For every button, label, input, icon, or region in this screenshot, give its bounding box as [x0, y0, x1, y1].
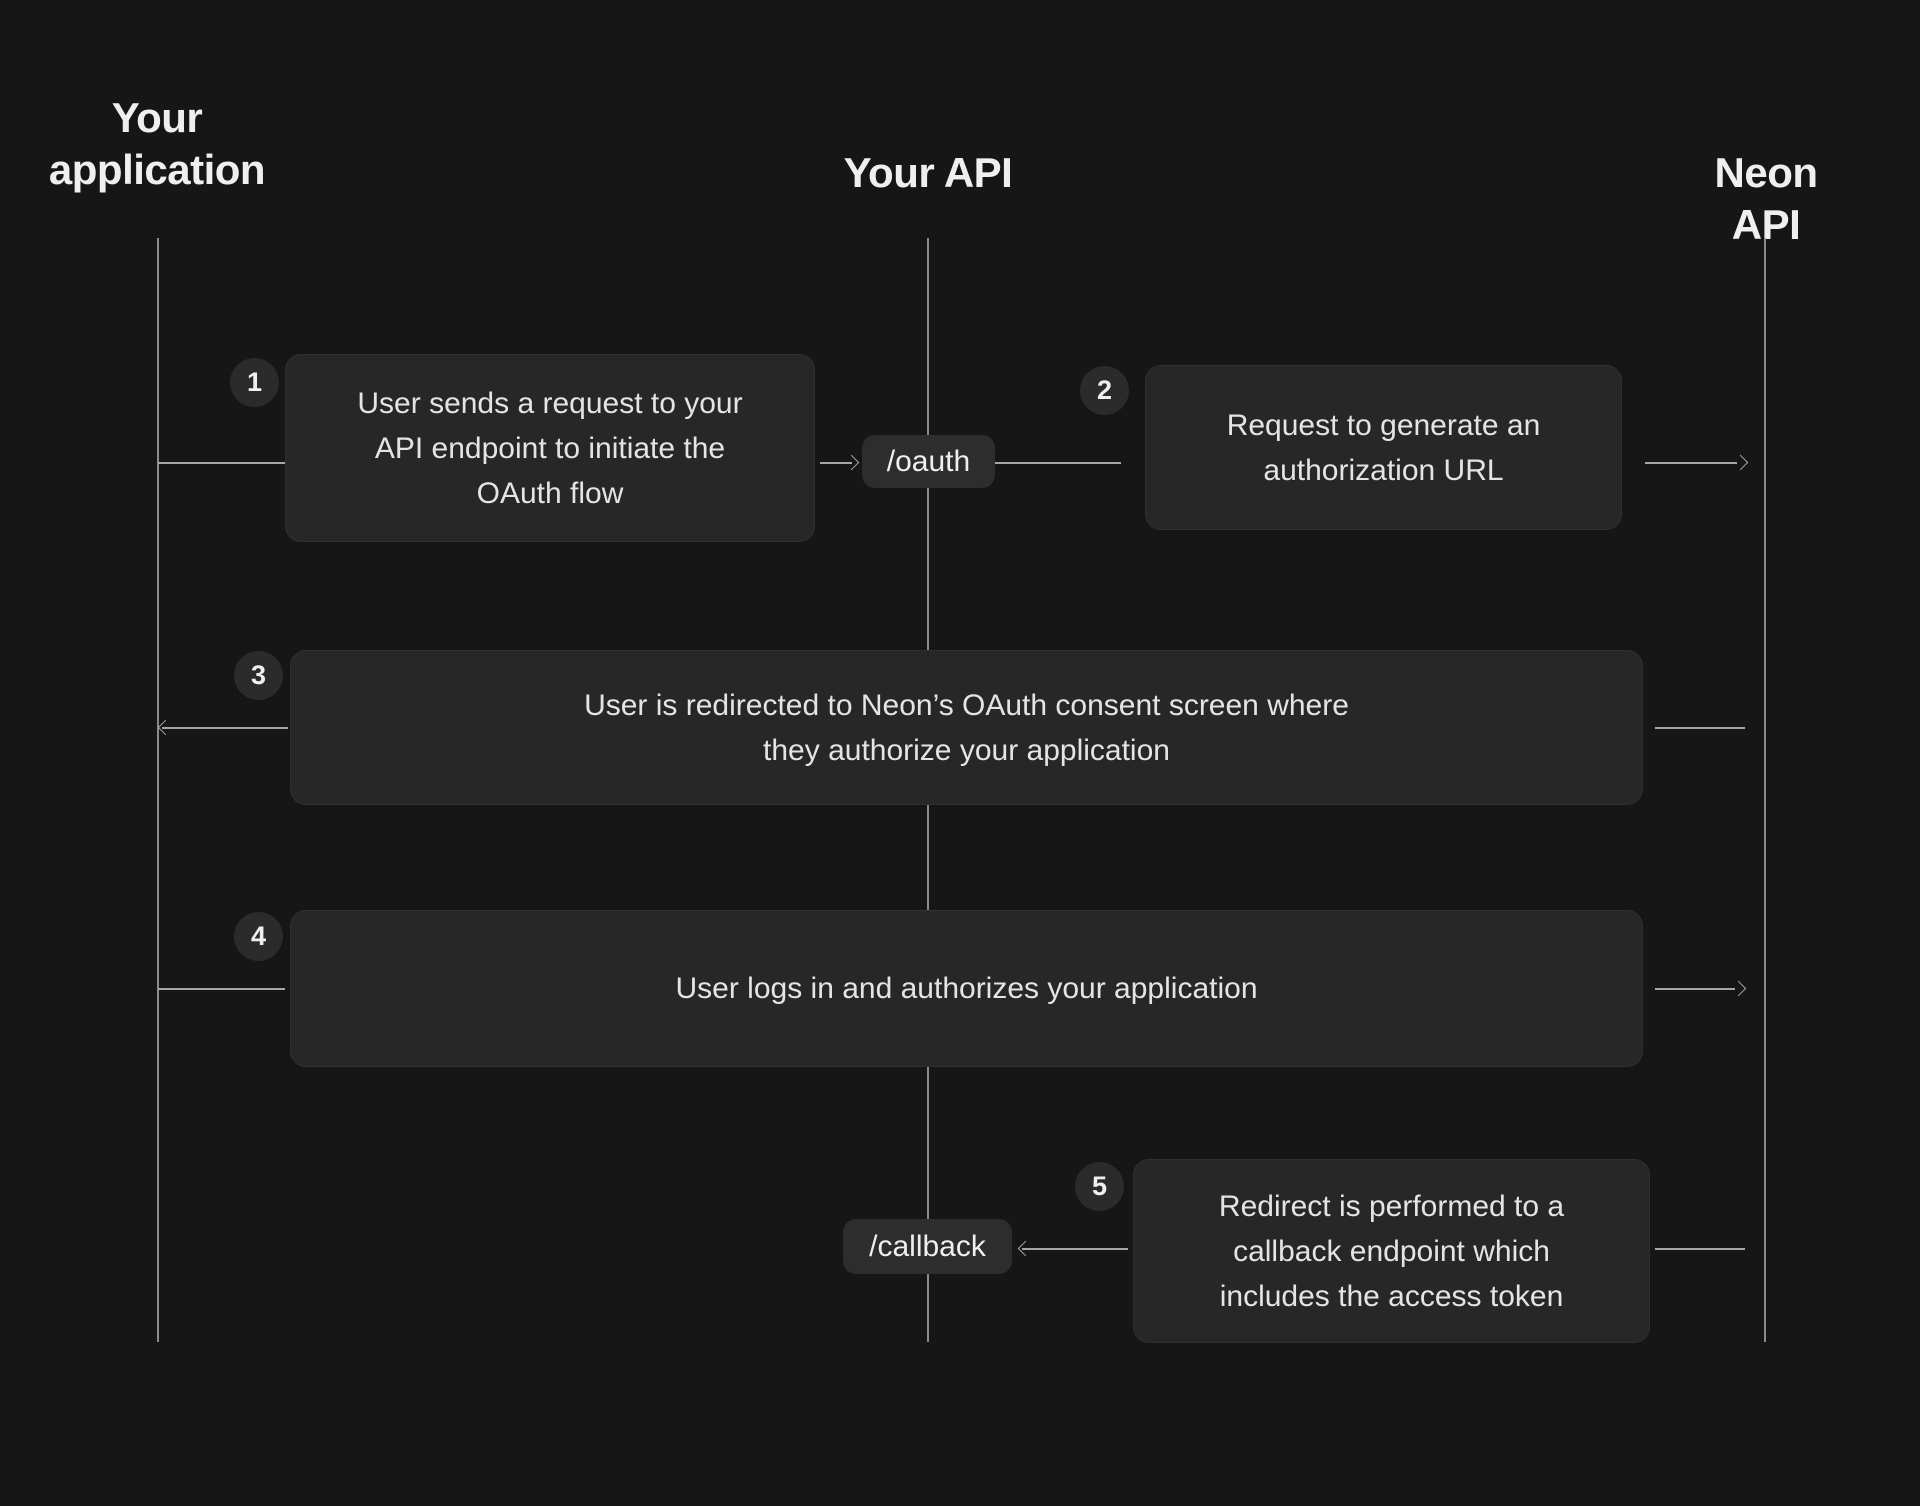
step-4-message: User logs in and authorizes your applica…	[290, 910, 1643, 1067]
step-3-right-connector-line	[1655, 727, 1745, 729]
step-5-message: Redirect is performed to a callback endp…	[1133, 1159, 1650, 1343]
lifeline-neon-api	[1764, 238, 1766, 1342]
step-2-arrowhead-icon	[1732, 454, 1749, 471]
step-3-badge: 3	[234, 651, 283, 700]
step-2-badge: 2	[1080, 366, 1129, 415]
step-3-message: User is redirected to Neon’s OAuth conse…	[290, 650, 1643, 805]
step-4-arrow-line	[1655, 988, 1735, 990]
step-1-left-connector-line	[158, 462, 285, 464]
step-1-arrow-line	[820, 462, 852, 464]
step-1-message: User sends a request to your API endpoin…	[285, 354, 815, 542]
step-3-arrow-line	[162, 727, 288, 729]
lane-header-your-api: Your API	[843, 149, 1013, 196]
step-4-left-connector-line	[158, 988, 285, 990]
step-5-badge: 5	[1075, 1162, 1124, 1211]
lane-header-neon-api: Neon API	[1714, 149, 1819, 248]
step-2-arrow-line	[1645, 462, 1737, 464]
step-5-right-connector-line	[1655, 1248, 1745, 1250]
step-5-arrow-line	[1022, 1248, 1128, 1250]
step-2-message: Request to generate an authorization URL	[1145, 365, 1622, 530]
lane-header-your-application: Your application	[48, 94, 266, 193]
step-4-arrowhead-icon	[1730, 980, 1747, 997]
oauth-to-step-2-line	[995, 462, 1121, 464]
step-1-arrowhead-icon	[843, 454, 860, 471]
lifeline-your-application	[157, 238, 159, 1342]
step-4-badge: 4	[234, 912, 283, 961]
step-1-badge: 1	[230, 358, 279, 407]
endpoint-callback-pill: /callback	[843, 1219, 1012, 1274]
endpoint-oauth-pill: /oauth	[862, 435, 995, 488]
